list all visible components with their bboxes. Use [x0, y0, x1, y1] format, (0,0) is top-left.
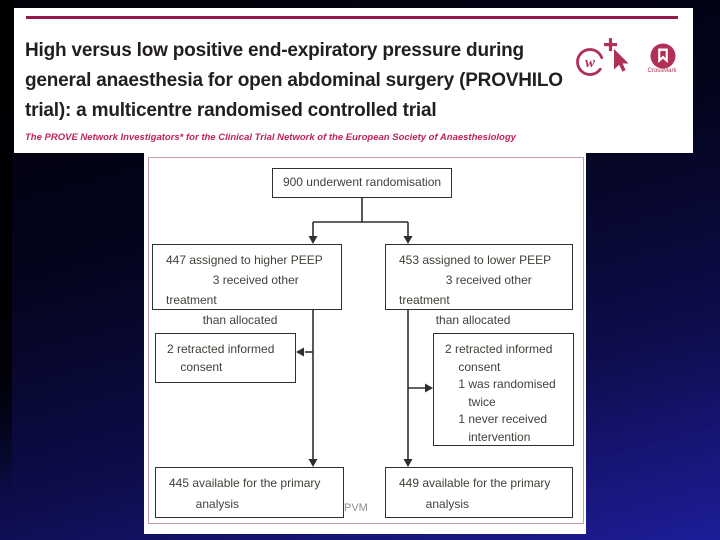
header-icons: w CrossMark — [574, 36, 684, 88]
crossmark-label: CrossMark — [647, 68, 677, 74]
flow-box-primary-right-text: 449 available for the primary analysis — [399, 476, 551, 511]
flow-box-randomised-text: 900 underwent randomisation — [282, 175, 442, 189]
paper-header-panel: High versus low positive end-expiratory … — [14, 8, 693, 153]
flow-box-retracted-left: 2 retracted informed consent — [155, 333, 296, 383]
flow-box-lower-peep-text: 453 assigned to lower PEEP 3 received ot… — [399, 253, 552, 327]
header-rule — [26, 16, 678, 19]
consort-flow-diagram: 900 underwent randomisation 447 assigned… — [144, 152, 586, 534]
flow-box-lower-peep: 453 assigned to lower PEEP 3 received ot… — [385, 244, 573, 327]
crossmark-icon — [650, 43, 676, 69]
flow-box-primary-left: 445 available for the primary analysis — [155, 467, 344, 518]
flow-box-retracted-right-text: 2 retracted informed consent 1 was rando… — [445, 342, 556, 444]
slide-footer-initials: PVM — [344, 502, 368, 514]
paper-authors: The PROVE Network Investigators* for the… — [25, 132, 516, 143]
flow-box-retracted-left-text: 2 retracted informed consent — [167, 342, 275, 374]
flow-connectors — [296, 198, 433, 467]
flow-box-primary-right: 449 available for the primary analysis — [385, 467, 573, 518]
svg-text:w: w — [585, 55, 596, 71]
flow-box-higher-peep-text: 447 assigned to higher PEEP 3 received o… — [166, 253, 323, 327]
flow-box-primary-left-text: 445 available for the primary analysis — [169, 476, 321, 511]
flow-box-retracted-right: 2 retracted informed consent 1 was rando… — [433, 333, 574, 446]
flow-box-randomised: 900 underwent randomisation — [272, 168, 452, 198]
cursor-plus-icon — [604, 38, 629, 72]
flow-box-higher-peep: 447 assigned to higher PEEP 3 received o… — [152, 244, 342, 327]
paper-title: High versus low positive end-expiratory … — [25, 40, 563, 121]
at-w-web-icon: w — [576, 48, 604, 76]
